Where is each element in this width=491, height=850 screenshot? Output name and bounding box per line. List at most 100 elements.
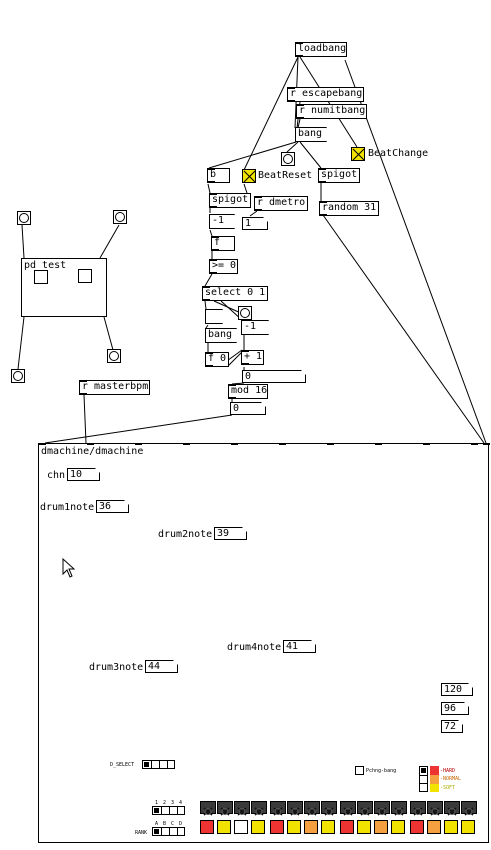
step-indicator-11	[374, 801, 390, 816]
pd-test-bang-bottom-right[interactable]	[107, 349, 121, 363]
step-cell-15[interactable]	[444, 820, 458, 834]
beat-radio[interactable]	[152, 806, 185, 815]
step-cell-6[interactable]	[287, 820, 301, 834]
step-cell-8[interactable]	[321, 820, 335, 834]
pd-test-inlet-box-right[interactable]	[78, 269, 92, 283]
drum2-number-box[interactable]: 39	[214, 527, 247, 540]
step-cell-3[interactable]	[234, 820, 248, 834]
indicator-x-icon	[413, 807, 423, 816]
indicator-x-icon	[377, 807, 387, 816]
step-cell-13[interactable]	[410, 820, 424, 834]
random-object[interactable]: random 31	[319, 201, 379, 216]
d-select-active-cell	[144, 762, 149, 767]
float-object[interactable]: f	[211, 236, 235, 251]
step-indicator-13	[410, 801, 426, 816]
step-cell-2[interactable]	[217, 820, 231, 834]
spigot-right-object[interactable]: spigot	[318, 168, 360, 183]
pchng-label: Pchng-bang	[366, 768, 397, 774]
step-sequencer-row	[200, 820, 475, 836]
receive-dmetro-object[interactable]: r dmetro	[254, 196, 308, 211]
step-cell-7[interactable]	[304, 820, 318, 834]
indicator-x-icon	[220, 807, 230, 816]
chn-number-box[interactable]: 10	[67, 468, 100, 481]
greater-equal-zero-object[interactable]: >= 0	[209, 259, 238, 274]
step-cell-9[interactable]	[340, 820, 354, 834]
step-cell-5[interactable]	[270, 820, 284, 834]
step-indicator-row	[200, 801, 477, 816]
step-number-box[interactable]: 0	[230, 402, 266, 415]
dmachine-subpatch[interactable]: dmachine/dmachine chn 10 drum1note 36 dr…	[38, 443, 490, 843]
receive-escapebang-object[interactable]: r escapebang	[287, 87, 364, 102]
beat-reset-toggle[interactable]	[242, 169, 256, 183]
beat-radio-active	[154, 808, 159, 813]
pd-test-subpatch[interactable]: pd test	[21, 258, 107, 317]
velocity-selector[interactable]	[419, 766, 428, 792]
step-indicator-8	[321, 801, 337, 816]
velocity-soft-number-box[interactable]: 72	[441, 720, 463, 733]
float-zero-object[interactable]: f 0	[205, 352, 229, 367]
spigot-left-object[interactable]: spigot	[209, 193, 251, 208]
counter-number-box[interactable]: 0	[242, 370, 306, 383]
step-indicator-3	[234, 801, 250, 816]
legend-hard-label: -HARD	[440, 768, 456, 774]
select-object[interactable]: select 0 1	[202, 286, 268, 301]
drum3-label: drum3note	[89, 662, 144, 673]
pchng-toggle[interactable]	[355, 766, 364, 775]
step-cell-4[interactable]	[251, 820, 265, 834]
legend-soft-label: -SOFT	[440, 785, 456, 791]
indicator-x-icon	[203, 807, 213, 816]
bang-message[interactable]: bang	[295, 127, 327, 142]
pd-test-bang-right[interactable]	[113, 210, 127, 224]
beat-change-toggle[interactable]	[351, 147, 365, 161]
step-cell-14[interactable]	[427, 820, 441, 834]
drum3-number-box[interactable]: 44	[145, 660, 178, 673]
indicator-x-icon	[254, 807, 264, 816]
step-indicator-5	[270, 801, 286, 816]
beat-number-4: 4	[179, 800, 183, 806]
step-indicator-7	[304, 801, 320, 816]
drum1-number-box[interactable]: 36	[96, 500, 129, 513]
plus-one-object[interactable]: + 1	[241, 350, 264, 365]
rank-radio[interactable]	[152, 827, 185, 836]
rank-label: RANK	[135, 830, 148, 836]
indicator-x-icon	[290, 807, 300, 816]
indicator-x-icon	[324, 807, 334, 816]
drum4-number-box[interactable]: 41	[283, 640, 316, 653]
velocity-hard-number-box[interactable]: 120	[441, 683, 473, 696]
indicator-x-icon	[237, 807, 247, 816]
step-cell-16[interactable]	[461, 820, 475, 834]
step-cell-1[interactable]	[200, 820, 214, 834]
step-indicator-16	[461, 801, 477, 816]
minus-one-message-b[interactable]: -1	[241, 320, 269, 335]
pd-test-label: pd test	[24, 260, 67, 271]
velocity-selector-active	[421, 768, 426, 773]
chn-label: chn	[47, 470, 66, 481]
select-bang-button[interactable]	[238, 306, 252, 320]
d-select-radio[interactable]	[142, 760, 175, 769]
beat-number-3: 3	[171, 800, 175, 806]
step-cell-11[interactable]	[374, 820, 388, 834]
bang-button[interactable]	[281, 152, 295, 166]
pd-test-inlet-box-left[interactable]	[34, 270, 48, 284]
step-indicator-15	[444, 801, 460, 816]
mod-16-object[interactable]: mod 16	[228, 384, 268, 399]
drum2-label: drum2note	[158, 529, 213, 540]
b-object[interactable]: b	[207, 168, 230, 183]
pd-test-bang-bottom-left[interactable]	[11, 369, 25, 383]
step-cell-10[interactable]	[357, 820, 371, 834]
dmetro-number-box[interactable]: 1	[242, 217, 268, 230]
velocity-normal-number-box[interactable]: 96	[441, 702, 469, 715]
receive-numitbang-object[interactable]: r numitbang	[296, 104, 367, 119]
rank-letter-d: D	[179, 821, 183, 827]
receive-masterbpm-object[interactable]: r masterbpm	[79, 380, 150, 395]
pd-test-bang-left[interactable]	[17, 211, 31, 225]
rank-letter-b: B	[163, 821, 167, 827]
loadbang-object[interactable]: loadbang	[295, 42, 347, 57]
toggle-x-icon	[243, 170, 256, 183]
rank-letter-c: C	[171, 821, 175, 827]
step-cell-12[interactable]	[391, 820, 405, 834]
indicator-x-icon	[343, 807, 353, 816]
legend-normal-label: -NORMAL	[440, 776, 462, 782]
